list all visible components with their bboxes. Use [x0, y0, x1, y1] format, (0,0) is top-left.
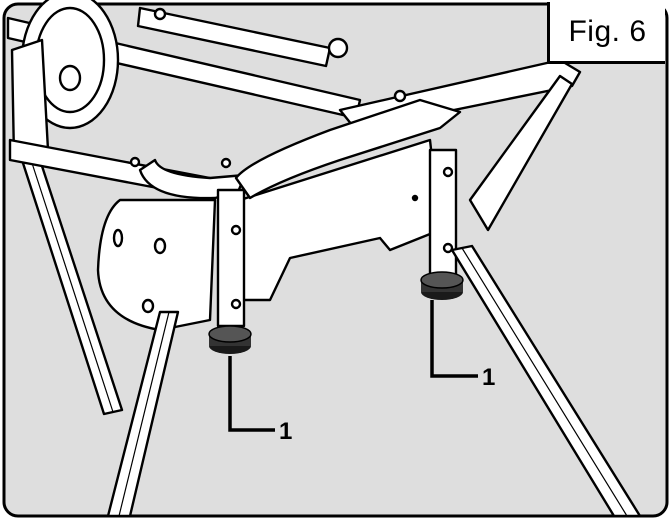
callout-number-right: 1 [482, 364, 496, 391]
right-foot [420, 271, 464, 300]
right-rear-strut [468, 74, 574, 232]
callout-line-right [430, 300, 478, 378]
figure-label: Fig. 6 [547, 2, 665, 64]
left-vertical-post [216, 188, 246, 328]
callout-line-left [228, 356, 275, 432]
front-left-leg [106, 310, 180, 518]
left-mounting-plate [96, 198, 217, 332]
front-right-leg [450, 244, 642, 518]
callout-number-left: 1 [279, 418, 293, 445]
center-curved-rail [234, 98, 462, 200]
left-foot [208, 325, 252, 354]
upper-cross-bar [136, 6, 332, 68]
